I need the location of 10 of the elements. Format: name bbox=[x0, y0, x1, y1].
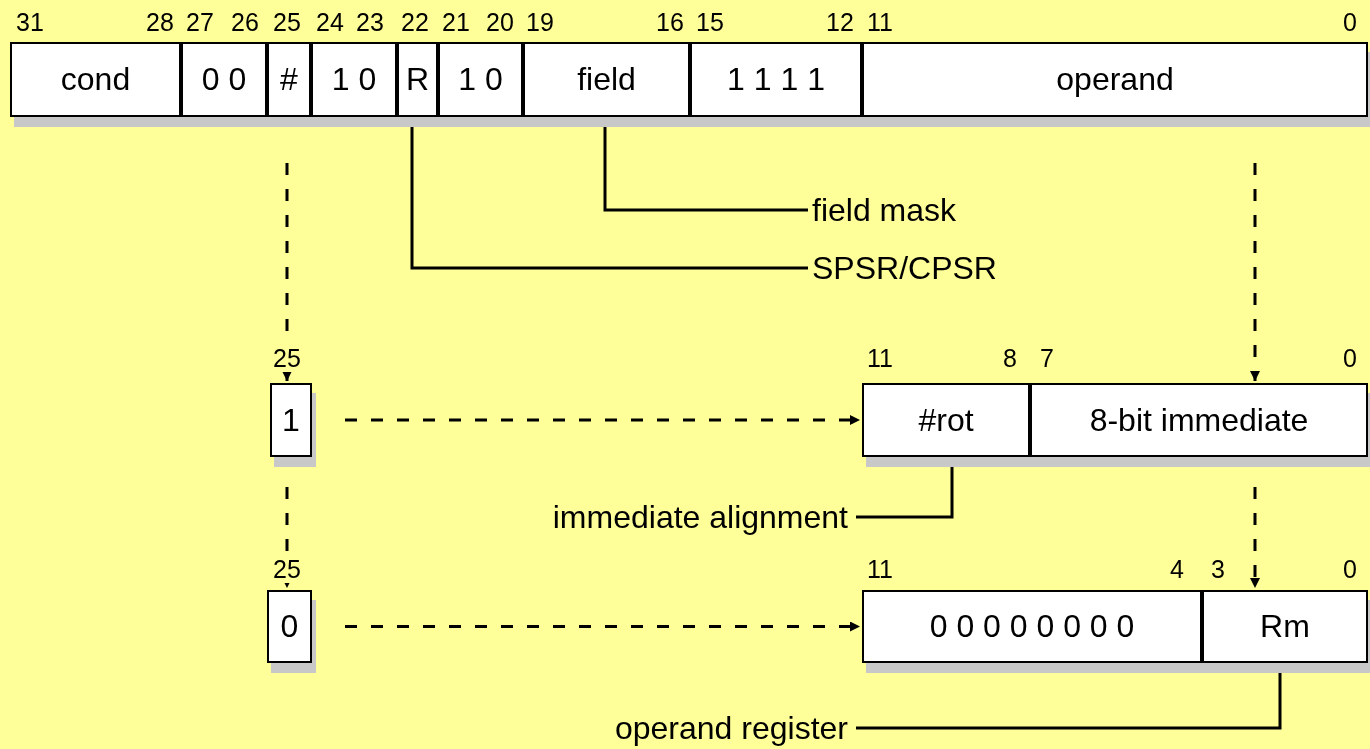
arrow bbox=[345, 415, 860, 425]
arrow bbox=[345, 621, 860, 632]
arrow bbox=[282, 163, 292, 381]
callout-label: operand register bbox=[614, 710, 848, 746]
bit-number: 25 bbox=[273, 344, 301, 372]
arrow bbox=[1250, 487, 1260, 588]
arrow bbox=[1250, 163, 1260, 381]
callout-label: SPSR/CPSR bbox=[812, 250, 997, 286]
callout-label: field mask bbox=[812, 192, 957, 228]
callout-label: immediate alignment bbox=[552, 499, 848, 535]
